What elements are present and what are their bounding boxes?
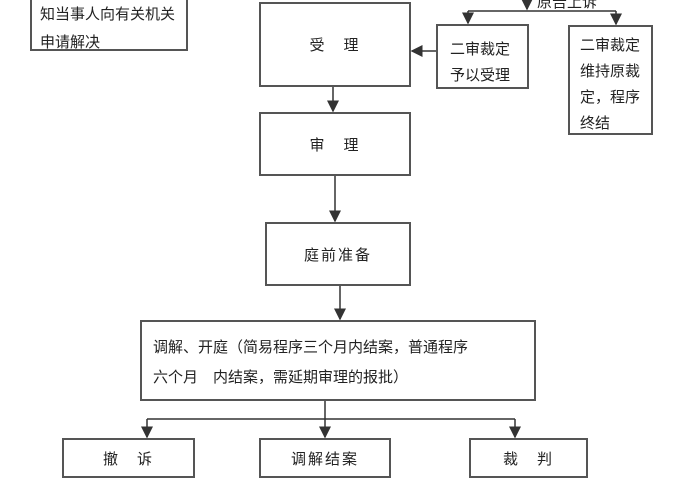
trial-label: 审 理 xyxy=(309,135,361,154)
trial-box: 审 理 xyxy=(259,112,411,176)
judgment-box: 裁 判 xyxy=(469,438,588,478)
notice-line: 申请解决 xyxy=(40,33,101,51)
pretrial-label: 庭前准备 xyxy=(303,245,372,264)
notice-line: 知当事人向有关机关 xyxy=(40,5,176,23)
withdraw-box: 撤 诉 xyxy=(62,438,195,478)
second-uphold-line: 维持原裁 xyxy=(580,62,641,80)
pretrial-box: 庭前准备 xyxy=(265,222,411,286)
mediation-label: 调解结案 xyxy=(290,450,359,468)
appeal-label: 原告上诉 xyxy=(537,0,598,11)
second-accept-line: 予以受理 xyxy=(450,66,511,84)
second-accept-line: 二审裁定 xyxy=(450,40,511,58)
notice-box: 知当事人向有关机关 申请解决 xyxy=(30,0,188,51)
accept-label: 受 理 xyxy=(309,36,361,54)
second-uphold-line: 二审裁定 xyxy=(580,36,641,54)
accept-box: 受 理 xyxy=(259,2,411,87)
hearing-box: 调解、开庭（简易程序三个月内结案，普通程序 六个月 内结案，需延期审理的报批） xyxy=(140,320,536,401)
second-uphold-line: 定，程序 xyxy=(580,88,641,106)
judgment-label: 裁 判 xyxy=(502,450,554,468)
mediation-box: 调解结案 xyxy=(259,438,391,478)
second-uphold-box: 二审裁定 维持原裁 定，程序 终结 xyxy=(568,25,653,135)
withdraw-label: 撤 诉 xyxy=(102,450,154,468)
hearing-line: 调解、开庭（简易程序三个月内结案，普通程序 xyxy=(153,338,469,356)
second-uphold-line: 终结 xyxy=(580,114,611,132)
second-accept-box: 二审裁定 予以受理 xyxy=(436,24,529,89)
hearing-line: 六个月 内结案，需延期审理的报批） xyxy=(153,368,409,386)
